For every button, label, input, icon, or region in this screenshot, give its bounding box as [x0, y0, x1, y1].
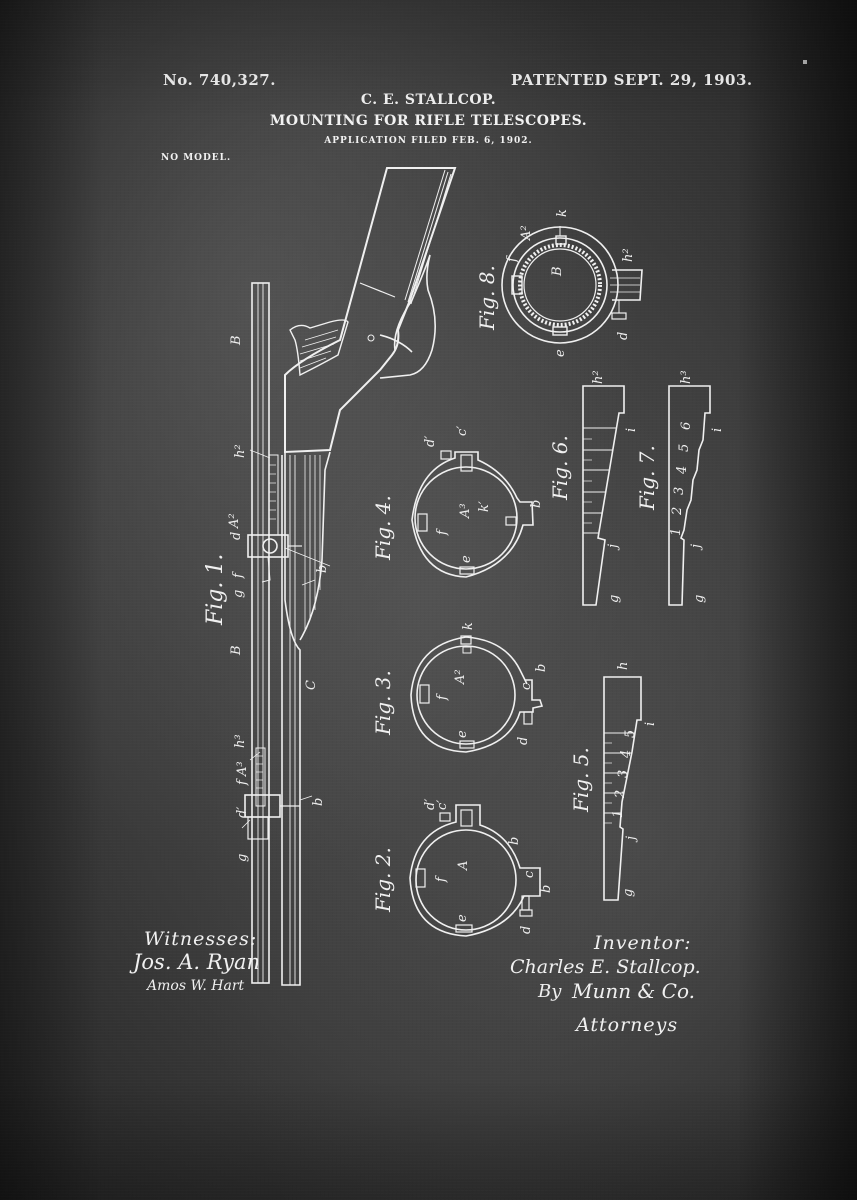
svg-text:g: g	[607, 595, 622, 603]
figure-6-reference-letters: Fig. 6. h² i j g	[548, 370, 639, 603]
svg-text:k: k	[461, 622, 476, 630]
svg-text:2: 2	[613, 790, 628, 799]
svg-text:c′: c′	[455, 426, 470, 436]
figure-4-reference-letters: Fig. 4. d′ c′ A³ k′ f b e	[371, 426, 544, 563]
svg-text:f: f	[435, 693, 450, 701]
svg-text:B: B	[550, 266, 565, 277]
svg-text:1: 1	[669, 528, 684, 536]
figure-2-ring	[409, 804, 541, 937]
figure-7-label: Fig. 7.	[635, 445, 659, 511]
figure-4-label: Fig. 4.	[371, 495, 395, 561]
figure-3-label: Fig. 3.	[371, 670, 395, 736]
svg-text:C: C	[304, 680, 319, 690]
svg-text:b: b	[534, 664, 549, 672]
svg-text:h²: h²	[621, 248, 636, 262]
svg-text:A: A	[456, 861, 471, 871]
svg-text:h²: h²	[233, 444, 248, 458]
svg-text:2: 2	[670, 507, 685, 516]
svg-text:b: b	[507, 837, 522, 845]
figure-5-bar	[603, 676, 642, 901]
figure-8-label: Fig. 8.	[475, 265, 499, 331]
figure-3-reference-letters: Fig. 3. k f A² c b e d	[371, 622, 549, 745]
by-label: By	[538, 981, 562, 1002]
svg-text:j: j	[689, 544, 704, 551]
svg-text:d: d	[519, 926, 534, 934]
svg-text:B: B	[229, 335, 244, 346]
figure-6-bar	[582, 385, 625, 606]
svg-text:b: b	[529, 500, 544, 508]
svg-text:5: 5	[677, 444, 692, 452]
svg-text:g: g	[692, 595, 707, 603]
svg-text:1: 1	[611, 810, 626, 818]
inventor-label: Inventor:	[594, 932, 692, 954]
svg-text:e: e	[553, 349, 568, 357]
figure-7-reference-letters: Fig. 7. h³ i j g 1 2 3 4 5 6	[635, 370, 725, 603]
svg-text:e: e	[455, 914, 470, 922]
figure-1-label: Fig. 1.	[203, 554, 228, 626]
figure-2-label: Fig. 2.	[371, 847, 395, 913]
figure-5-label: Fig. 5.	[569, 747, 593, 813]
svg-text:A³: A³	[458, 503, 473, 519]
svg-text:f A³: f A³	[235, 761, 250, 786]
witnesses-label: Witnesses:	[144, 928, 258, 950]
svg-text:h²: h²	[591, 370, 606, 384]
figure-1-reference-letters: B h² A² d f g B C b h³ f A³ d′ g b Fig. …	[203, 335, 330, 862]
svg-text:A²: A²	[519, 225, 534, 241]
svg-text:d: d	[229, 532, 244, 540]
svg-text:4: 4	[675, 466, 690, 475]
svg-text:5: 5	[623, 730, 638, 738]
svg-text:d′: d′	[235, 807, 250, 818]
svg-text:i: i	[643, 722, 658, 726]
svg-text:e: e	[459, 555, 474, 563]
figure-6-label: Fig. 6.	[548, 435, 572, 501]
svg-text:g: g	[235, 854, 250, 862]
svg-text:d: d	[516, 737, 531, 745]
svg-text:6: 6	[679, 422, 694, 430]
inventor-signature: Charles E. Stallcop.	[510, 956, 701, 978]
figure-5-reference-letters: Fig. 5. h i j g 1 2 3 4 5	[569, 662, 658, 897]
figure-2-reference-letters: Fig. 2. d′ c′ f A b c b e d	[371, 799, 554, 934]
svg-text:j: j	[606, 544, 621, 551]
svg-text:f: f	[434, 875, 449, 883]
svg-text:g: g	[621, 889, 636, 897]
svg-text:h: h	[616, 662, 631, 670]
svg-text:f: f	[231, 571, 246, 579]
figure-8-cross-section	[501, 226, 643, 344]
svg-text:f: f	[505, 255, 520, 263]
svg-text:i: i	[710, 428, 725, 432]
svg-text:B: B	[229, 645, 244, 656]
figure-1-rifle	[241, 167, 457, 986]
svg-text:e: e	[455, 730, 470, 738]
svg-text:3: 3	[616, 770, 631, 778]
svg-text:d: d	[616, 332, 631, 340]
svg-text:c′: c′	[435, 800, 450, 810]
svg-text:c: c	[519, 682, 534, 690]
svg-text:b: b	[539, 885, 554, 893]
svg-text:h³: h³	[233, 734, 248, 748]
witness-signature-2: Amos W. Hart	[147, 978, 245, 994]
attorneys-label: Attorneys	[576, 1014, 679, 1036]
witness-signature-1: Jos. A. Ryan	[133, 950, 261, 974]
svg-text:f: f	[435, 528, 450, 536]
svg-text:A²: A²	[453, 669, 468, 685]
svg-text:g: g	[231, 590, 246, 598]
speck-mark	[803, 60, 807, 64]
svg-text:3: 3	[672, 487, 687, 495]
svg-text:b: b	[311, 798, 326, 806]
svg-text:d′: d′	[423, 436, 438, 447]
svg-text:j: j	[624, 836, 639, 843]
svg-text:4: 4	[619, 750, 634, 759]
svg-text:k′: k′	[477, 501, 492, 512]
attorney-signature: Munn & Co.	[572, 979, 695, 1003]
svg-text:A²: A²	[227, 513, 242, 529]
svg-text:i: i	[624, 428, 639, 432]
svg-text:c: c	[522, 870, 537, 878]
svg-text:b: b	[315, 565, 330, 573]
svg-text:k: k	[555, 209, 570, 217]
svg-text:h³: h³	[679, 370, 694, 384]
figure-3-ring	[410, 635, 544, 753]
